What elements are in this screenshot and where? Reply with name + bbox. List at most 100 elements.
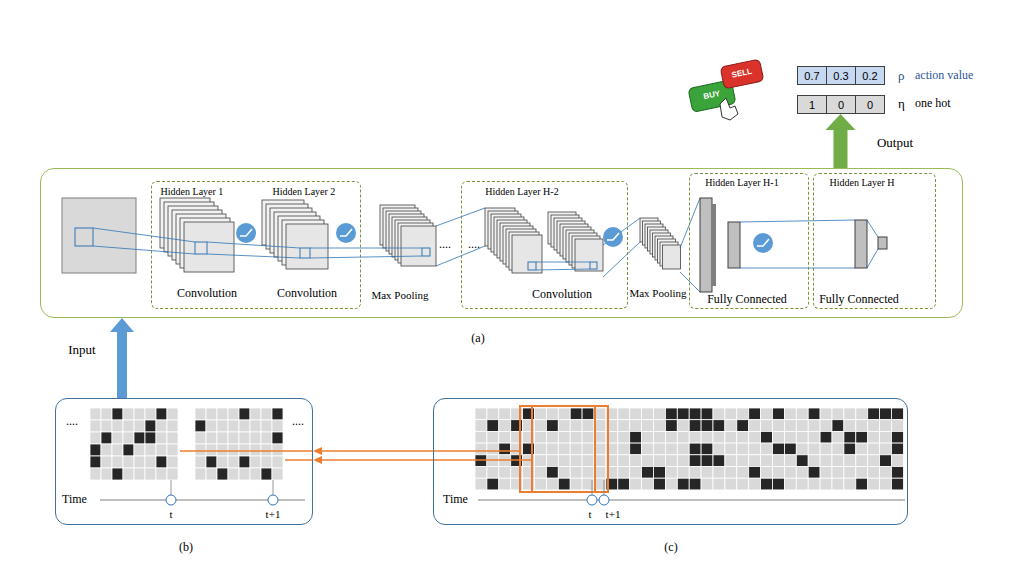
vector-cell: 0.3 [826, 66, 856, 85]
connector [313, 456, 433, 464]
text-label: t [588, 508, 591, 520]
pixel [784, 408, 796, 420]
panel-box: (c) [433, 398, 908, 525]
pixel [784, 420, 796, 432]
pixel [820, 420, 832, 432]
pixel [487, 408, 499, 420]
pixel [737, 443, 749, 455]
pixel [101, 456, 112, 468]
pixel [713, 420, 725, 432]
pixel [475, 431, 487, 443]
pixel [475, 467, 487, 479]
hand-icon [720, 98, 738, 120]
pixel [582, 443, 594, 455]
pixel [773, 467, 785, 479]
pixel [701, 420, 713, 432]
pixel [261, 420, 272, 432]
pixel [701, 443, 713, 455]
tick-line [273, 480, 274, 495]
text-label: .... [468, 238, 480, 251]
pixel [749, 455, 761, 467]
pixel [167, 420, 178, 432]
connector-line [321, 450, 433, 452]
pixel [856, 443, 868, 455]
kernel-window [590, 262, 597, 269]
pixel [832, 455, 844, 467]
pixel [546, 408, 558, 420]
pixel [773, 408, 785, 420]
time-marker [166, 495, 176, 505]
pixel [725, 467, 737, 479]
pixel [499, 431, 511, 443]
pixel [546, 443, 558, 455]
pixel [195, 420, 206, 432]
pixel [856, 408, 868, 420]
pixel [228, 432, 239, 444]
pixel [570, 478, 582, 490]
pixel [737, 467, 749, 479]
output-unit [878, 237, 887, 249]
pixel [134, 444, 145, 456]
pixel [808, 408, 820, 420]
pixel [272, 408, 283, 420]
pixel [239, 456, 250, 468]
pixel [642, 420, 654, 432]
pixel [880, 431, 892, 443]
pixel [773, 443, 785, 455]
fc-layer [700, 198, 712, 292]
pixel [167, 468, 178, 480]
pixel [808, 455, 820, 467]
pixel [665, 478, 677, 490]
pixel [689, 408, 701, 420]
pixel [90, 456, 101, 468]
pixel [618, 455, 630, 467]
pixel [261, 408, 272, 420]
text-label: .... [66, 415, 78, 428]
pixel [123, 444, 134, 456]
pixel [892, 420, 904, 432]
vector-cell: 0 [855, 95, 885, 114]
pixel [535, 455, 547, 467]
projection-line [310, 256, 422, 258]
pixel [112, 444, 123, 456]
pixel [654, 408, 666, 420]
pixel [546, 455, 558, 467]
projection-line [603, 242, 640, 277]
pixel [892, 455, 904, 467]
pixel [228, 408, 239, 420]
pixel [689, 455, 701, 467]
relu-icon [336, 223, 356, 243]
pixel [239, 432, 250, 444]
pixel [713, 478, 725, 490]
block-arrow [110, 318, 134, 398]
pixel [570, 455, 582, 467]
pixel [713, 431, 725, 443]
pixel [134, 432, 145, 444]
tick-line [592, 480, 593, 495]
pixel [749, 408, 761, 420]
pixel [487, 478, 499, 490]
kernel-window [528, 262, 536, 270]
pixel [145, 420, 156, 432]
pixel [618, 478, 630, 490]
pixel [761, 455, 773, 467]
pixel [689, 478, 701, 490]
pixel [499, 408, 511, 420]
pixel [868, 420, 880, 432]
relu-icon [236, 223, 256, 243]
projection-line [740, 268, 855, 269]
pixel [134, 456, 145, 468]
arrowhead [313, 447, 322, 455]
pixel [737, 478, 749, 490]
projection-line [536, 269, 590, 270]
pixel [761, 431, 773, 443]
pixel [228, 468, 239, 480]
pixel [217, 420, 228, 432]
node-label: Convolution [532, 288, 592, 301]
pixel [665, 408, 677, 420]
pixel [844, 431, 856, 443]
chart-image [475, 408, 903, 490]
pixel [701, 431, 713, 443]
pixel [880, 478, 892, 490]
